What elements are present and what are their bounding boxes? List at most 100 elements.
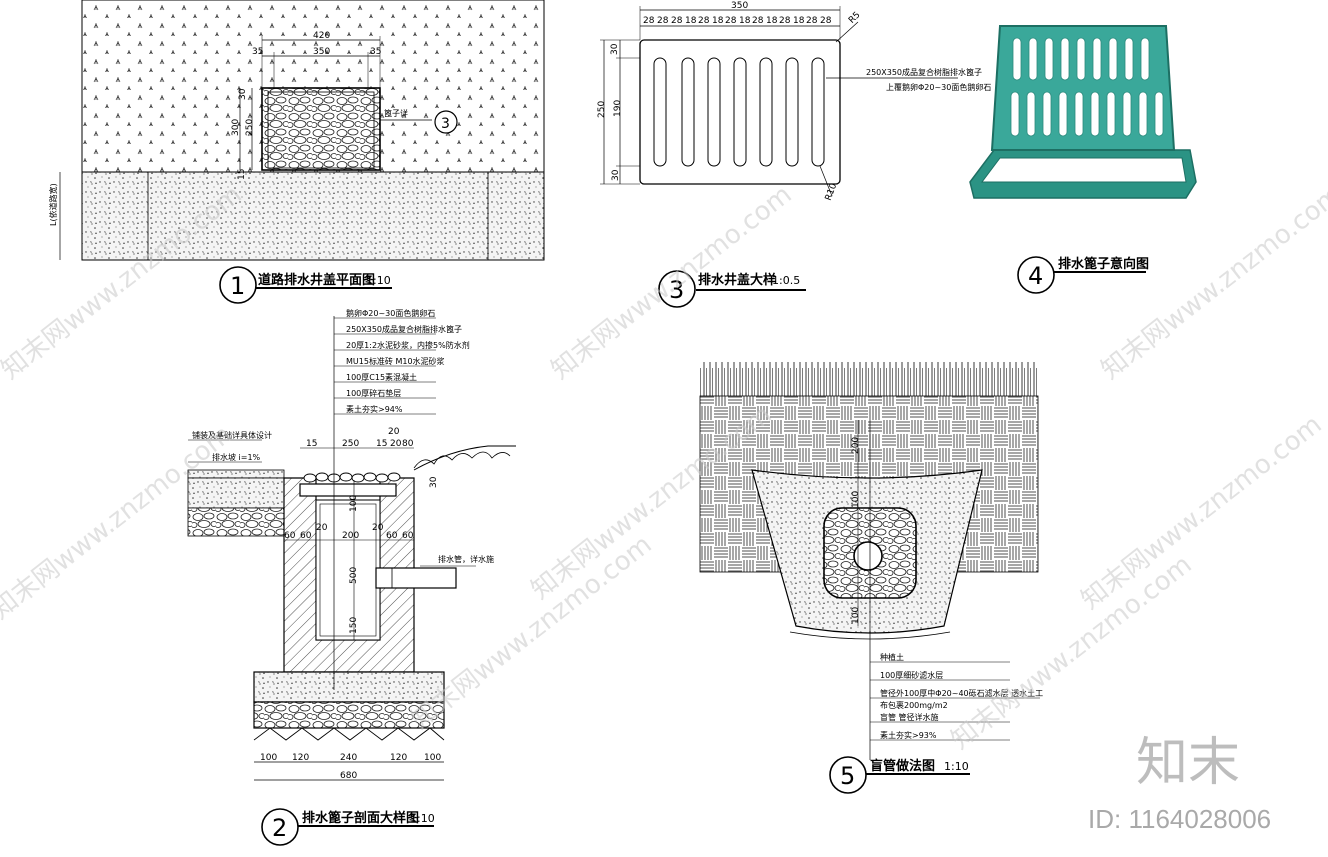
fig2-mid-dim-60c: 60: [386, 531, 398, 541]
fig3-dim-30-bottom: 30: [611, 169, 621, 181]
fig1-dim-420: 420: [313, 31, 330, 41]
svg-text:28: 28: [698, 16, 710, 26]
fig2-number: 2: [272, 814, 287, 842]
fig3-left-total: 250: [597, 101, 607, 118]
svg-text:18: 18: [739, 16, 751, 26]
figure3-grate-detail: 350 28 28 28 18 28 18 28 18 28 18 28 18 …: [597, 1, 991, 308]
fig3-dim-190: 190: [613, 100, 623, 117]
section-grate: [299, 483, 397, 497]
fig2-title: 排水篦子剖面大样图: [302, 810, 419, 826]
fig2-pipe-note: 排水管，详水施: [438, 554, 494, 564]
fig3-note-1: 250X350成品复合树脂排水篦子: [866, 67, 982, 77]
fig5-note-1: 种植土: [880, 652, 904, 662]
fig2-vert-dim-100: 100: [349, 495, 359, 512]
gravel-base: [253, 701, 445, 729]
fig3-scale: 1:0.5: [772, 274, 800, 287]
fig1-dim-250: 250: [245, 119, 255, 136]
svg-text:28: 28: [671, 16, 683, 26]
fig2-top-dim-20a: 20: [390, 439, 402, 449]
fig5-dim-100-top: 100: [851, 491, 861, 508]
plan-grate: [261, 87, 381, 171]
fig1-dim-30: 30: [238, 88, 248, 100]
fig1-title: 道路排水井盖平面图: [258, 272, 375, 288]
fig5-note-6: 素土夯实>93%: [880, 730, 937, 740]
fig2-top-dim-80: 80: [402, 439, 414, 449]
fig2-note-2: 250X350成品复合树脂排水篦子: [346, 324, 462, 334]
fig2-mid-dim-60a: 60: [284, 531, 296, 541]
watermark-8: 知末网www.znzmo.com: [1076, 410, 1328, 616]
fig2-notes: 鹅卵Φ20~30面色鹅卵石 250X350成品复合树脂排水篦子 20厚1:2水泥…: [334, 308, 470, 415]
svg-text:28: 28: [820, 16, 832, 26]
fig2-mid-dim-60d: 60: [402, 531, 414, 541]
fig3-top-dims: 28 28 28 18 28 18 28 18 28 18 28 18 28 2…: [643, 16, 832, 26]
fig2-note-4: MU15标准砖 M10水泥砂浆: [346, 356, 445, 366]
cobblestones: [303, 472, 401, 483]
fig3-number-circle: [658, 270, 696, 308]
fig1-dim-15: 15: [237, 169, 247, 180]
fig1-side-label: L(依道路宽): [48, 183, 58, 226]
fig4-number: 4: [1028, 262, 1043, 290]
fig2-bottom-dim-120b: 120: [390, 753, 407, 763]
fig2-bottom-dim-100b: 100: [424, 753, 441, 763]
grate-slots: [653, 57, 825, 167]
fig2-total-dim: 680: [340, 771, 357, 781]
brand-id: ID: 1164028006: [1088, 804, 1271, 834]
fig2-note-5: 100厚C15素混凝土: [346, 372, 417, 382]
fig5-dim-100-bottom: 100: [851, 607, 861, 624]
svg-text:28: 28: [752, 16, 764, 26]
fig5-note-3: 管径外100厚中Φ20~40砾石滤水层 透水土工: [880, 688, 1043, 698]
figure5-blind-pipe: 200 100 100 种植土 100厚细砂滤水层 管径外100厚中Φ20~40…: [699, 362, 1043, 794]
fig2-note-1: 鹅卵Φ20~30面色鹅卵石: [346, 308, 435, 318]
fig5-title: 盲管做法图: [870, 758, 935, 774]
fig5-note-5: 盲管 管径详水施: [880, 712, 939, 722]
fig3-note-2: 上覆鹅卵Φ20~30面色鹅卵石: [886, 82, 991, 92]
road-pavement: [81, 171, 545, 261]
fig1-dim-35-left: 35: [252, 47, 263, 57]
fig2-vert-dim-150: 150: [349, 617, 359, 634]
figure1-plan: 420 350 35 35 300 250 30 15 篦子详 3 L(依道路宽…: [48, 0, 545, 304]
svg-text:28: 28: [806, 16, 818, 26]
fig2-top-dim-250: 250: [342, 439, 359, 449]
fig5-note-4: 布包裹200mg/m2: [880, 700, 948, 710]
svg-text:18: 18: [685, 16, 697, 26]
fig3-number: 3: [669, 276, 684, 304]
watermark-3: 知末网www.znzmo.com: [1096, 180, 1328, 386]
fig2-mid-dim-200: 200: [342, 531, 359, 541]
svg-text:28: 28: [779, 16, 791, 26]
fig2-slope: 排水坡 i=1%: [212, 452, 261, 462]
fig2-bottom-dim-240: 240: [340, 753, 357, 763]
fig1-dim-300: 300: [231, 119, 241, 136]
fig1-dim-350: 350: [313, 47, 330, 57]
fig3-top-total: 350: [731, 1, 748, 11]
blind-pipe: [853, 541, 883, 571]
svg-text:28: 28: [725, 16, 737, 26]
svg-text:18: 18: [766, 16, 778, 26]
fig2-top-dim-15a: 15: [306, 439, 317, 449]
fig5-note-2: 100厚细砂滤水层: [880, 670, 943, 680]
fig5-notes: 种植土 100厚细砂滤水层 管径外100厚中Φ20~40砾石滤水层 透水土工 布…: [870, 652, 1043, 741]
fig2-mid-dim-60b: 60: [300, 531, 312, 541]
fig1-tag-ref: 3: [441, 116, 450, 132]
fig1-number-circle: [219, 266, 257, 304]
fig1-scale: 1:10: [366, 274, 391, 287]
fig3-r5: R5: [847, 10, 863, 26]
fig1-tag: 篦子详: [384, 108, 408, 118]
fig3-r10: R10: [824, 182, 840, 202]
fig1-number: 1: [230, 272, 245, 300]
figure2-section: 鹅卵Φ20~30面色鹅卵石 250X350成品复合树脂排水篦子 20厚1:2水泥…: [187, 308, 516, 846]
svg-text:28: 28: [643, 16, 655, 26]
drain-pipe: [375, 567, 457, 589]
figure4-grate-image: 4 排水篦子意向图: [969, 25, 1197, 294]
fig2-top-dim-15b: 15: [376, 439, 387, 449]
watermark-6: 知末网www.znzmo.com: [946, 550, 1198, 756]
fig2-top-dim-20b: 20: [388, 427, 400, 437]
svg-text:18: 18: [793, 16, 805, 26]
fig2-scale: 1:10: [410, 812, 435, 825]
fig2-mid-dim-20a: 20: [316, 523, 328, 533]
fig2-vert-dim-30: 30: [429, 476, 439, 488]
fig2-note-3: 20厚1:2水泥砂浆，内掺5%防水剂: [346, 340, 470, 350]
fig4-title: 排水篦子意向图: [1058, 256, 1149, 272]
fig2-mid-dim-20b: 20: [372, 523, 384, 533]
